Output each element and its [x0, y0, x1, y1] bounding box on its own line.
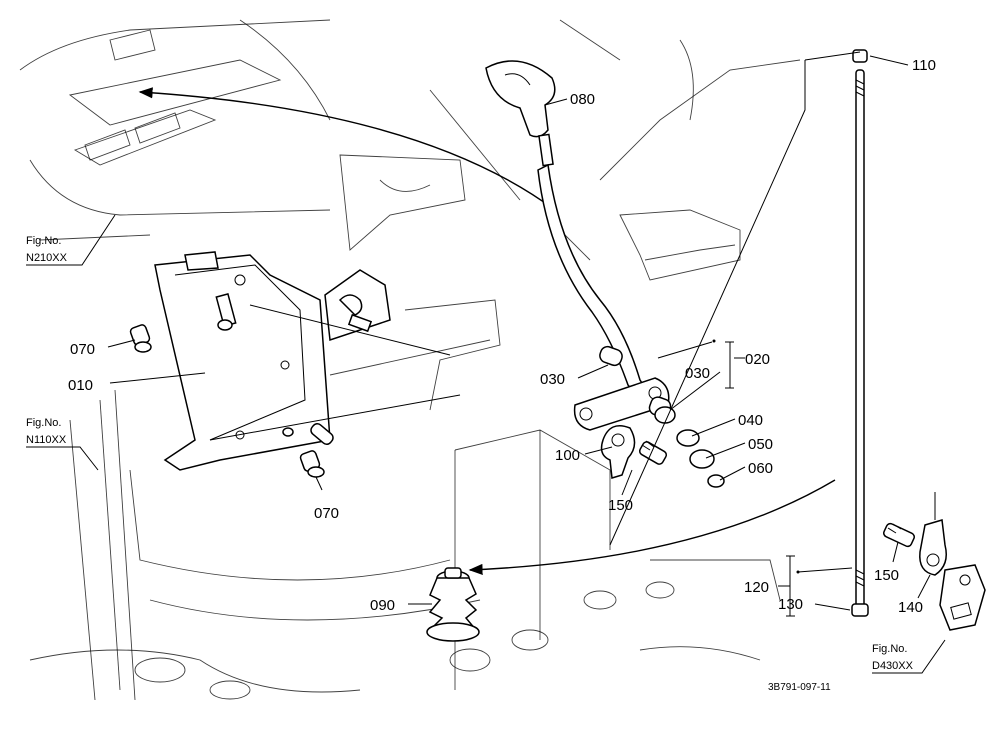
figure-ref-n210-label: Fig.No.	[26, 235, 61, 247]
figure-ref-d430-label: Fig.No.	[872, 643, 907, 655]
callout-060: 060	[748, 460, 773, 477]
callout-150-left: 150	[608, 497, 633, 514]
callout-070-upper: 070	[70, 341, 95, 358]
callout-040: 040	[738, 412, 763, 429]
callout-010: 010	[68, 377, 93, 394]
nut-060	[707, 474, 725, 488]
callout-090: 090	[370, 597, 395, 614]
rod-assembly-120	[851, 49, 869, 617]
bolt-150-right	[883, 522, 915, 548]
callout-140: 140	[898, 599, 923, 616]
figure-ref-n110: Fig.No. N110XX	[26, 417, 99, 471]
figure-ref-d430-code: D430XX	[872, 660, 914, 672]
callout-080: 080	[570, 91, 595, 108]
side-bracket	[939, 564, 986, 631]
callout-130: 130	[778, 596, 803, 613]
figure-ref-n210: Fig.No. N210XX	[26, 214, 116, 266]
figure-ref-d430: Fig.No. D430XX	[872, 639, 946, 674]
callout-070-lower: 070	[314, 505, 339, 522]
gear-lever-assembly-020	[485, 60, 672, 431]
figure-ref-n110-label: Fig.No.	[26, 417, 61, 429]
callout-110: 110	[912, 57, 936, 74]
knob-070-lower	[299, 450, 325, 478]
figure-ref-n110-code: N110XX	[26, 434, 67, 446]
drawing-code: 3B791-097-11	[768, 682, 831, 693]
figure-ref-n210-code: N210XX	[26, 252, 68, 264]
background-chassis	[19, 19, 801, 701]
callout-050: 050	[748, 436, 773, 453]
callout-150-right: 150	[874, 567, 899, 584]
reference-arrow-upper	[138, 87, 556, 211]
washer-050	[689, 449, 715, 469]
knob-070-upper	[129, 324, 152, 353]
callout-100: 100	[555, 447, 580, 464]
callout-030-right: 030	[685, 365, 710, 382]
reference-arrow-lower	[468, 479, 836, 576]
callout-120: 120	[744, 579, 769, 596]
rod-end-140	[919, 519, 947, 576]
ball-joint-100	[600, 425, 636, 479]
bolt-150-left	[638, 440, 668, 465]
rubber-boot-090	[426, 567, 480, 642]
bracket-plate-010	[154, 251, 461, 471]
callout-labels: 070 010 070 080 030 020 030 040 050 060 …	[68, 57, 936, 616]
leader-lines	[107, 55, 936, 617]
callout-030-left: 030	[540, 371, 565, 388]
washer-040	[676, 429, 700, 447]
bushing-030	[654, 406, 676, 424]
callout-020: 020	[745, 351, 770, 368]
